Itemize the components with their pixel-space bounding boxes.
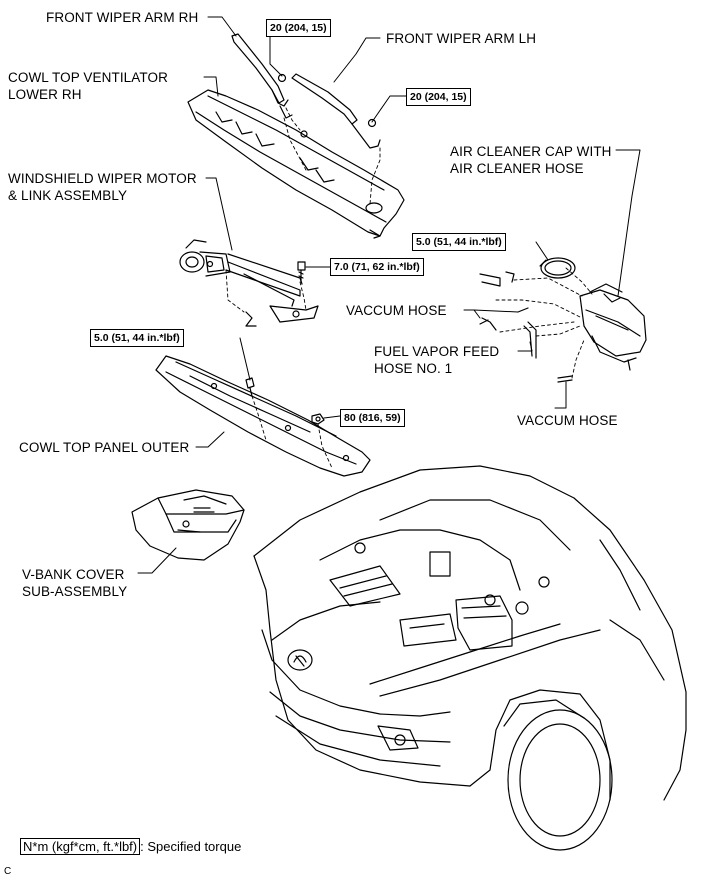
cowl-top-panel-outer-drawing: [156, 356, 370, 476]
label-windshield-wiper-motor: WINDSHIELD WIPER MOTOR & LINK ASSEMBLY: [8, 171, 197, 203]
front-wiper-arm-lh-drawing: [292, 74, 380, 148]
label-front-wiper-arm-rh: FRONT WIPER ARM RH: [46, 10, 199, 25]
torque-wiper-arm-rh-nut: 20 (204, 15): [266, 19, 331, 37]
label-air-cleaner-cap: AIR CLEANER CAP WITH AIR CLEANER HOSE: [450, 144, 612, 176]
wiper-motor-link-drawing: [180, 240, 318, 326]
legend-description: : Specified torque: [140, 839, 242, 854]
leader-lines: [138, 17, 640, 573]
air-cleaner-assembly-drawing: [540, 258, 646, 370]
assembly-dashed-lines: [226, 108, 592, 468]
v-bank-cover-drawing: [132, 490, 244, 560]
torque-wiper-motor-bolt: 7.0 (71, 62 in.*lbf): [330, 258, 424, 276]
label-cowl-top-panel-outer: COWL TOP PANEL OUTER: [19, 440, 190, 455]
label-vaccum-hose-upper: VACCUM HOSE: [346, 303, 447, 318]
torque-air-cleaner-clamp: 5.0 (51, 44 in.*lbf): [412, 233, 506, 251]
label-front-wiper-arm-lh: FRONT WIPER ARM LH: [386, 31, 537, 46]
label-v-bank-cover: V-BANK COVER SUB-ASSEMBLY: [22, 567, 128, 599]
legend-unit-box: N*m (kgf*cm, ft.*lbf): [20, 838, 141, 855]
front-wiper-arm-rh-drawing: [232, 34, 292, 118]
torque-legend: N*m (kgf*cm, ft.*lbf): Specified torque: [20, 838, 241, 855]
label-fuel-vapor-feed-hose: FUEL VAPOR FEED HOSE NO. 1: [374, 344, 500, 376]
cowl-panel-nut-drawing: [312, 414, 324, 424]
cowl-top-ventilator-drawing: [188, 90, 404, 238]
hoses-drawing: [480, 272, 572, 382]
vehicle-drawing: [254, 466, 686, 850]
torque-cowl-panel-nut: 80 (816, 59): [340, 409, 405, 427]
wiper-motor-bolt-drawing: [298, 262, 305, 282]
corner-code: C: [4, 866, 12, 877]
torque-wiper-arm-lh-nut: 20 (204, 15): [406, 88, 471, 106]
label-cowl-top-ventilator-lower-rh: COWL TOP VENTILATOR LOWER RH: [8, 70, 168, 102]
label-vaccum-hose-lower: VACCUM HOSE: [517, 413, 618, 428]
torque-cowl-panel-bolt: 5.0 (51, 44 in.*lbf): [90, 329, 184, 347]
